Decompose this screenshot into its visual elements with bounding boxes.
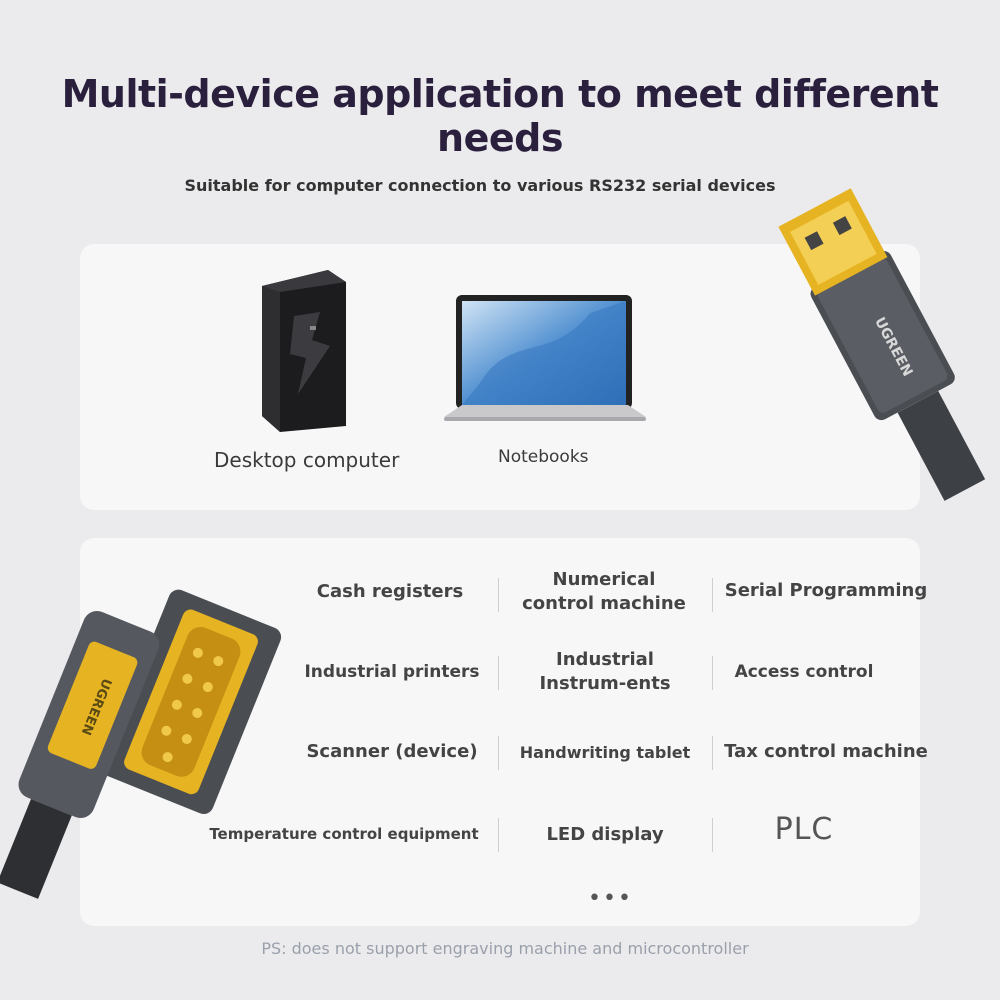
app-led-display: LED display <box>546 824 664 845</box>
app-industrial-printers: Industrial printers <box>304 662 480 682</box>
app-handwriting-tablet: Handwriting tablet <box>519 743 691 762</box>
separator <box>712 736 713 770</box>
more-indicator: ••• <box>588 886 633 911</box>
page-subtitle: Suitable for computer connection to vari… <box>184 176 776 195</box>
separator <box>498 656 499 690</box>
app-temperature-control: Temperature control equipment <box>209 825 479 843</box>
page-title: Multi-device application to meet differe… <box>61 72 939 160</box>
separator <box>498 736 499 770</box>
separator <box>712 656 713 690</box>
separator <box>498 818 499 852</box>
db9-connector-icon: UGREEN <box>0 589 282 899</box>
separator <box>712 818 713 852</box>
app-plc: PLC <box>774 812 834 847</box>
app-scanner: Scanner (device) <box>306 741 478 762</box>
laptop-icon <box>444 295 646 421</box>
app-access-control: Access control <box>734 662 874 682</box>
app-tax-control: Tax control machine <box>724 741 928 762</box>
device-label-notebook: Notebooks <box>498 447 589 467</box>
app-numerical-control: Numerical control machine <box>522 569 686 614</box>
app-serial-programming: Serial Programming <box>724 580 928 601</box>
desktop-tower-icon <box>262 270 346 432</box>
device-label-desktop: Desktop computer <box>214 448 400 472</box>
separator <box>712 578 713 612</box>
separator <box>498 578 499 612</box>
usb-connector-icon: UGREEN <box>778 188 986 501</box>
app-industrial-instruments: Industrial Instrum-ents <box>539 649 671 694</box>
app-cash-registers: Cash registers <box>316 581 464 602</box>
footnote: PS: does not support engraving machine a… <box>261 939 749 958</box>
